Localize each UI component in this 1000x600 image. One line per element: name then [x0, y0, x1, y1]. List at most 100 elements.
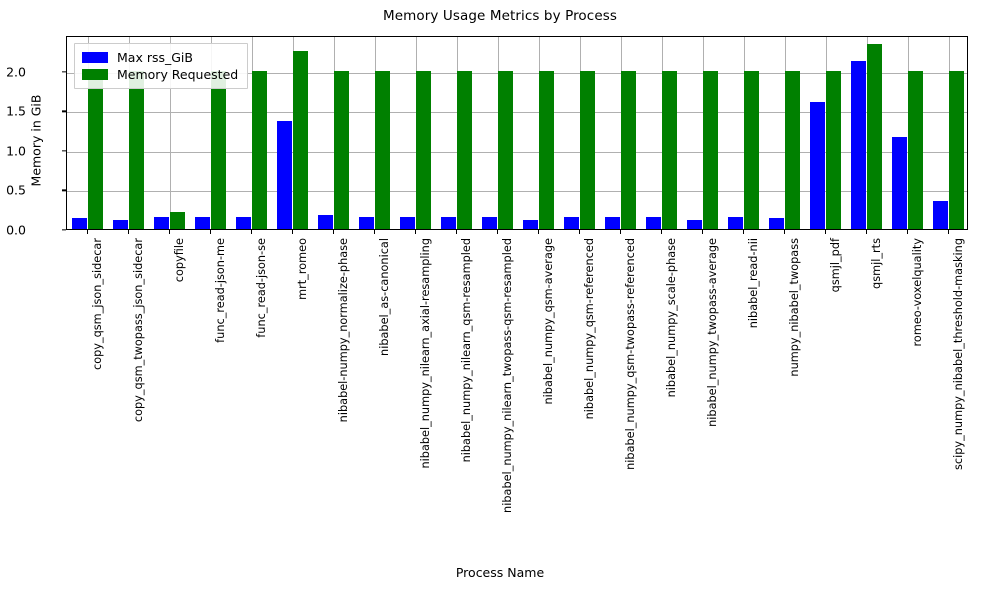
bar-memory-requested [292, 50, 309, 229]
x-axis-tick-label: mrt_romeo [295, 238, 309, 300]
x-axis-tick-label: qsmjl_pdf [828, 238, 842, 293]
bar-max-rss [727, 217, 744, 229]
x-axis-tick-mark [86, 230, 88, 234]
bar-memory-requested [620, 70, 637, 229]
x-axis-tick-label: nibabel_numpy_nilearn_axial-resampling [418, 238, 432, 469]
x-axis-tick-label: nibabel_numpy_nilearn_qsm-resampled [459, 238, 473, 463]
x-axis-tick-mark [578, 230, 580, 234]
y-axis-tick-mark [62, 189, 66, 192]
bar-max-rss [235, 216, 252, 229]
x-axis-tick-label: romeo-voxelquality [910, 238, 924, 347]
x-axis-tick-mark [947, 230, 949, 234]
x-axis-tick-mark [373, 230, 375, 234]
bar-memory-requested [784, 70, 801, 229]
bar-series-container [67, 37, 967, 229]
y-axis-tick-label: 2.0 [6, 64, 26, 80]
bar-max-rss [112, 220, 129, 229]
bar-max-rss [522, 220, 539, 229]
x-axis-tick-mark [865, 230, 867, 234]
y-axis-tick-label: 1.0 [6, 143, 26, 159]
x-axis-tick-label: nibabel_numpy_qsm-referenced [582, 238, 596, 420]
bar-memory-requested [497, 70, 514, 229]
x-axis-tick-mark [742, 230, 744, 234]
bar-memory-requested [702, 70, 719, 229]
x-axis-tick-label: nibabel_read-nii [746, 238, 760, 329]
x-axis-tick-mark [291, 230, 293, 234]
bar-max-rss [850, 61, 867, 229]
x-axis-tick-mark [127, 230, 129, 234]
bar-memory-requested [210, 70, 227, 229]
x-axis-tick-mark [783, 230, 785, 234]
y-axis-tick-label: 0.5 [6, 182, 26, 198]
x-axis-tick-label: qsmjl_rts [869, 238, 883, 289]
x-axis-tick-label: copyfile [172, 238, 186, 283]
y-axis-tick-mark [62, 150, 66, 152]
bar-max-rss [891, 137, 908, 229]
x-axis-tick-mark [824, 230, 826, 234]
legend-entry: Memory Requested [82, 66, 238, 83]
x-axis-tick-label: nibabel_numpy_qsm-average [541, 238, 555, 405]
bar-memory-requested [538, 70, 555, 229]
bar-memory-requested [866, 43, 883, 229]
x-axis-tick-mark [414, 230, 416, 234]
x-axis-label: Process Name [455, 565, 545, 580]
y-axis-tick-label: 1.5 [6, 103, 26, 119]
bar-memory-requested [87, 70, 104, 229]
x-axis-tick-mark [537, 230, 539, 234]
bar-max-rss [768, 217, 785, 229]
y-axis-tick-mark [62, 110, 66, 112]
x-axis-tick-label: nibabel_numpy_nilearn_twopass-qsm-resamp… [500, 238, 514, 513]
bar-memory-requested [579, 70, 596, 229]
x-axis-tick-label: nibabel_numpy_scale-phase [664, 238, 678, 398]
bar-memory-requested [169, 212, 186, 229]
legend-entry: Max rss_GiB [82, 49, 238, 66]
x-axis-tick-label: nibabel_numpy_twopass-average [705, 238, 719, 427]
legend-label: Memory Requested [117, 67, 239, 82]
x-axis-tick-label: copy_qsm_twopass_json_sidecar [131, 238, 145, 423]
bar-max-rss [358, 216, 375, 229]
x-axis-tick-mark [660, 230, 662, 234]
y-axis-tick-label: 0.0 [6, 222, 26, 238]
bar-max-rss [809, 101, 826, 229]
x-axis-tick-label: nibabel_as-canonical [377, 238, 391, 356]
bar-max-rss [686, 219, 703, 229]
x-axis-tick-mark [168, 230, 170, 234]
chart-title: Memory Usage Metrics by Process [382, 8, 617, 24]
x-axis-tick-label: func_read-json-me [213, 238, 227, 343]
bar-max-rss [317, 214, 334, 229]
chart-legend: Max rss_GiB Memory Requested [74, 43, 249, 89]
y-axis-tick-mark [62, 70, 66, 73]
bar-memory-requested [661, 70, 678, 229]
bar-memory-requested [333, 70, 350, 229]
bar-memory-requested [743, 70, 760, 229]
bar-max-rss [71, 217, 88, 229]
bar-memory-requested [415, 70, 432, 229]
bar-memory-requested [456, 70, 473, 229]
bar-max-rss [645, 216, 662, 229]
bar-memory-requested [907, 70, 924, 229]
bar-max-rss [604, 216, 621, 229]
x-axis-tick-label: func_read-json-se [254, 238, 268, 338]
bar-memory-requested [948, 70, 965, 229]
legend-label: Max rss_GiB [117, 50, 193, 65]
x-axis-tick-label: copy_qsm_json_sidecar [90, 238, 104, 371]
x-axis-tick-mark [332, 230, 334, 234]
x-axis-tick-mark [906, 230, 908, 234]
bar-max-rss [932, 201, 949, 229]
legend-swatch-icon [82, 69, 108, 80]
x-axis-tick-mark [619, 230, 621, 234]
x-axis-tick-mark [701, 230, 703, 234]
bar-max-rss [276, 120, 293, 229]
x-axis-tick-label: scipy_numpy_nibabel_threshold-masking [951, 238, 965, 470]
bar-max-rss [481, 216, 498, 229]
x-axis-tick-label: numpy_nibabel_twopass [787, 238, 801, 377]
bar-memory-requested [825, 70, 842, 229]
bar-memory-requested [374, 70, 391, 229]
legend-swatch-icon [82, 52, 108, 63]
bar-max-rss [153, 216, 170, 229]
bar-max-rss [194, 216, 211, 229]
bar-max-rss [440, 216, 457, 229]
x-axis-tick-mark [455, 230, 457, 234]
x-axis-tick-label: nibabel_numpy_qsm-twopass-referenced [623, 238, 637, 470]
